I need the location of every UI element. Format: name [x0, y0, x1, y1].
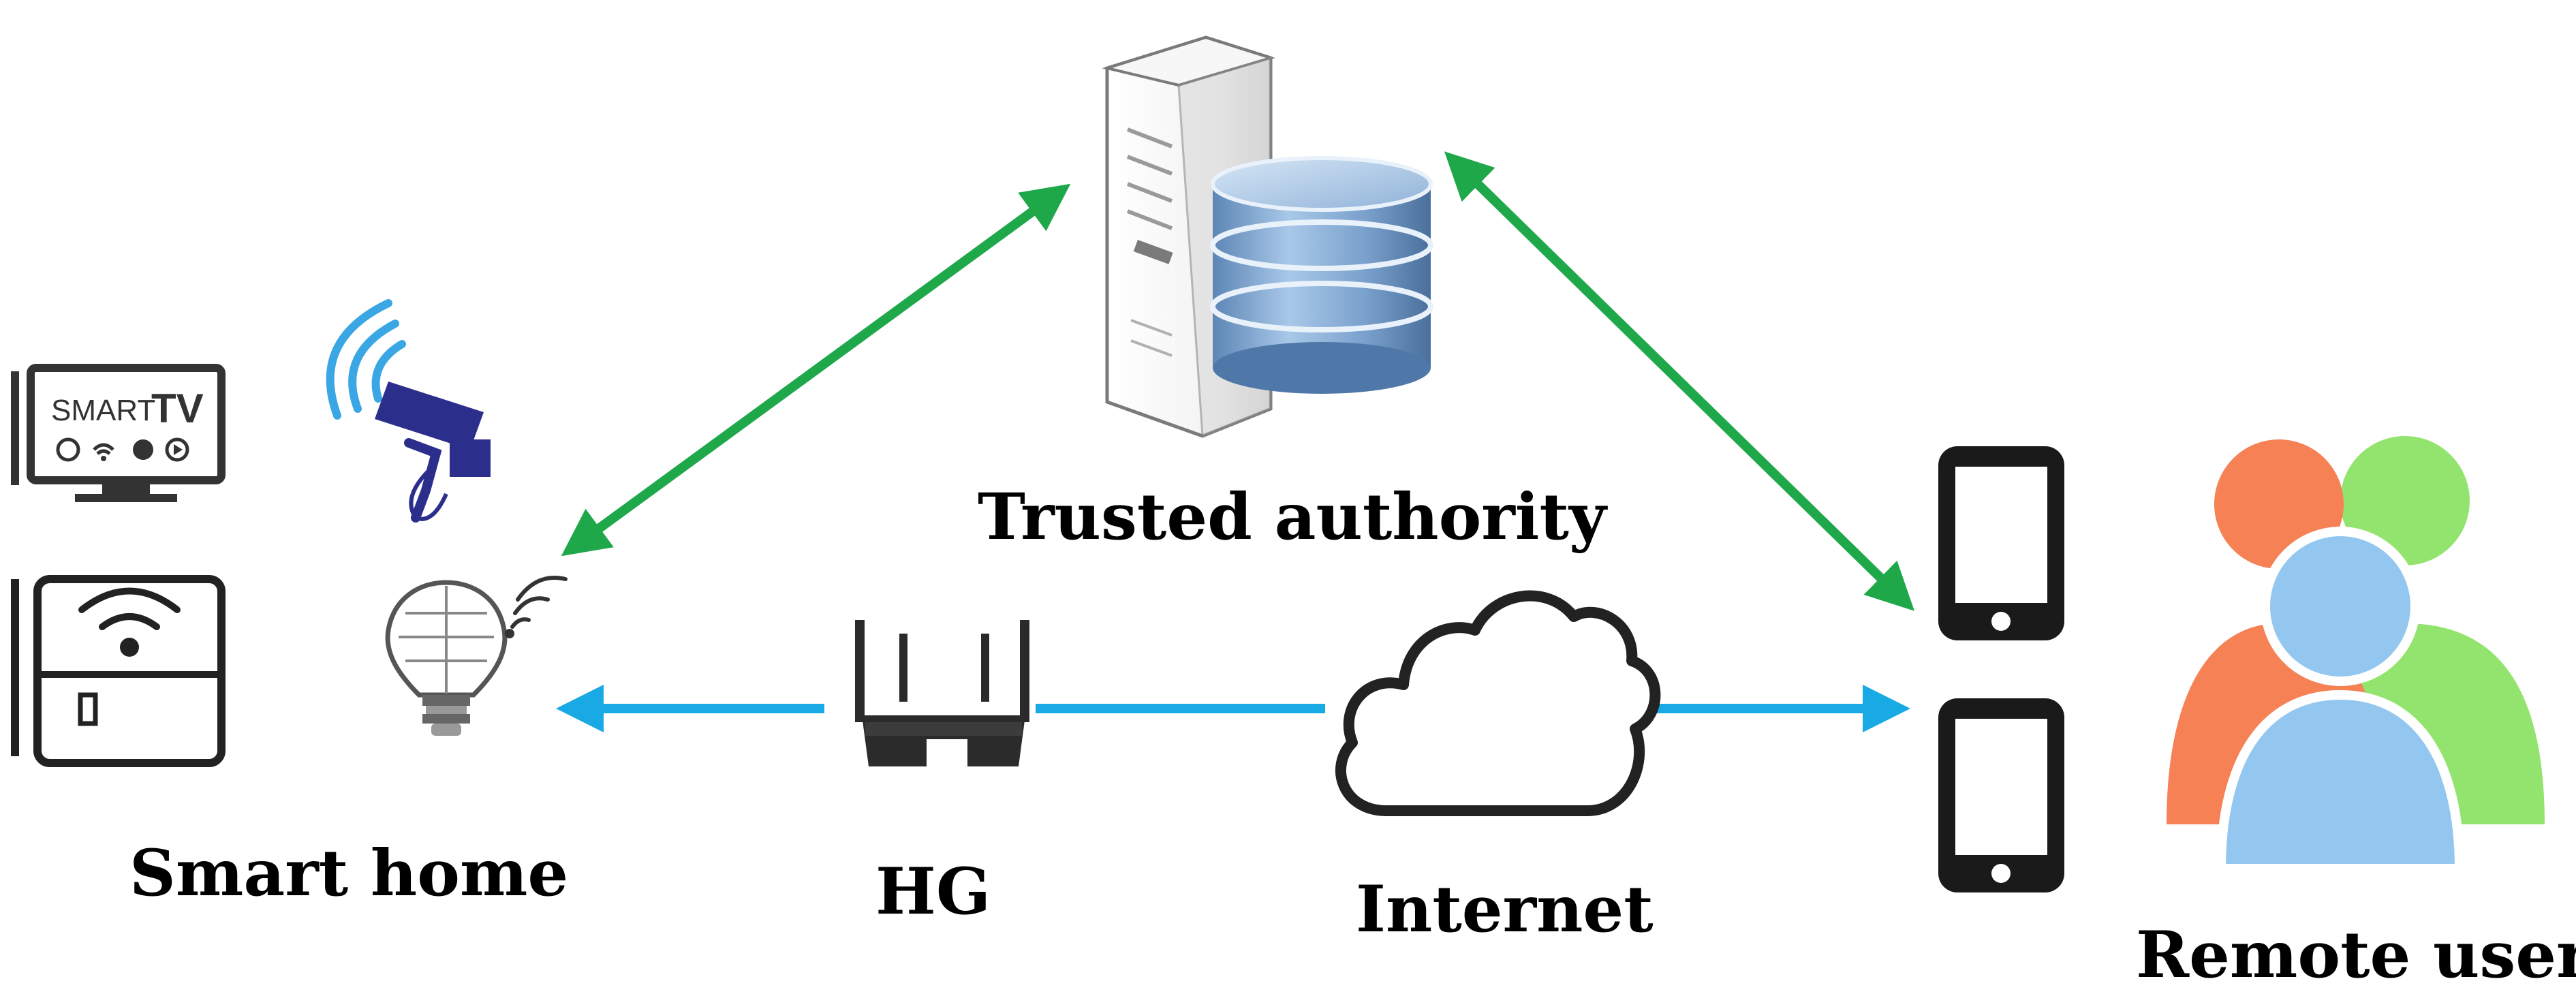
database-icon	[1210, 156, 1433, 394]
security-camera-icon	[326, 299, 491, 523]
users-icon	[2167, 436, 2545, 873]
smart-tv-model-text: TV	[151, 386, 204, 431]
smart-tv-brand-text: SMART	[51, 394, 155, 427]
internet-label: Internet	[1356, 872, 1654, 947]
smartphone-icon	[1938, 446, 2064, 640]
smart-home-label: Smart home	[129, 836, 569, 911]
trusted-authority-label: Trusted authority	[978, 480, 1607, 555]
arrow-ta-remote-users	[1444, 151, 1915, 611]
hg-label: HG	[875, 854, 991, 929]
cloud-icon	[1335, 590, 1661, 816]
arrow-ta-smart-home	[561, 183, 1071, 557]
router-icon	[855, 620, 1029, 766]
smart-hub-icon	[11, 575, 226, 767]
smart-bulb-icon	[385, 576, 568, 736]
remote-users-label: Remote users	[2136, 918, 2576, 993]
smartphone-icon	[1938, 698, 2064, 892]
smart-tv-icon: SMART TV	[11, 364, 226, 502]
